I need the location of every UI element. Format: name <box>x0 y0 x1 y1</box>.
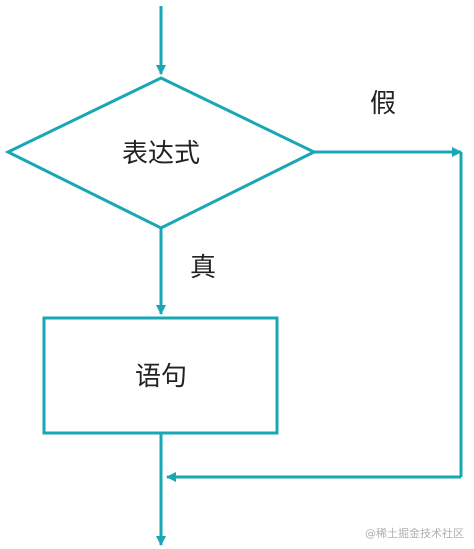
statement-label: 语句 <box>135 362 187 392</box>
watermark: @稀土掘金技术社区 <box>365 527 464 540</box>
condition-label: 表达式 <box>122 139 200 169</box>
false-branch-label: 假 <box>370 89 396 119</box>
true-branch-label: 真 <box>190 253 216 283</box>
